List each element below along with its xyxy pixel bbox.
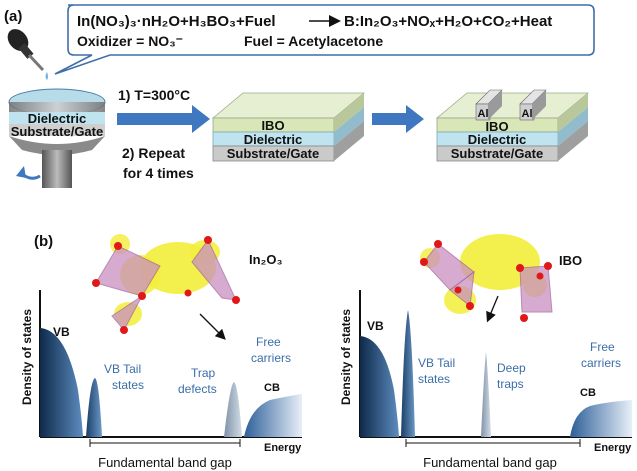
left-trap-label-2: defects (178, 382, 217, 396)
step1-label: 1) T=300°C (118, 87, 190, 103)
right-free-label-2: carriers (581, 356, 621, 370)
left-vb-band (40, 328, 83, 437)
right-vb-tail-label-1: VB Tail (418, 356, 455, 370)
left-free-label-1: Free (256, 335, 281, 349)
left-free-label-2: carriers (251, 351, 291, 365)
right-vb-band (360, 336, 399, 437)
stack2-ibo-label: IBO (485, 119, 508, 134)
coater-shaft (42, 150, 72, 188)
process-arrow-2-icon (372, 105, 424, 133)
coater-substrate-layer (9, 124, 105, 136)
left-trap-label-1: Trap (191, 366, 216, 380)
left-vb-tail-label-2: states (112, 378, 144, 392)
layer-stack-2: Al Al IBO Dielectric Substrate/Gate (435, 89, 590, 162)
right-vb-label: VB (367, 319, 384, 333)
right-trap-label-2: traps (497, 377, 524, 391)
left-cb-band (244, 394, 302, 437)
right-pointer-arrow-icon (486, 295, 499, 323)
fuel-label: Fuel = Acetylacetone (244, 33, 383, 49)
oxidizer-label: Oxidizer = NO₃⁻ (77, 33, 183, 49)
callout-bubble (54, 4, 595, 75)
stack1-ibo-label: IBO (261, 118, 284, 133)
right-trap-label-1: Deep (497, 361, 526, 375)
right-gap-label: Fundamental band gap (423, 455, 557, 470)
right-energy-label: Energy (594, 442, 632, 454)
al-contact-2: Al (519, 89, 547, 121)
right-title: IBO (559, 253, 582, 268)
left-cb-label: CB (264, 382, 280, 394)
dos-plot-right: IBO Density of states VB VB Tail states … (339, 234, 632, 470)
left-energy-label: Energy (264, 442, 302, 454)
step2-label-line1: 2) Repeat (122, 145, 185, 161)
right-cb-band (570, 400, 632, 437)
coater-bottom-label: Substrate/Gate (11, 124, 103, 139)
left-ylabel: Density of states (20, 309, 34, 405)
right-ylabel: Density of states (339, 309, 353, 405)
reaction-rhs: B:In₂O₃+NOₓ+H₂O+CO₂+Heat (344, 13, 552, 30)
step2-label-line2: for 4 times (123, 165, 194, 181)
stack2-substrate-label: Substrate/Gate (451, 146, 543, 161)
spin-coater-icon: Dielectric Substrate/Gate (8, 88, 106, 188)
left-vb-tail-peak (86, 378, 102, 437)
reaction-callout: In(NO₃)₃·nH₂O+H₃BO₃+Fuel B:In₂O₃+NOₓ+H₂O… (54, 4, 595, 75)
right-cb-label: CB (580, 387, 596, 399)
ibo-molecule-icon (420, 234, 553, 322)
al-contact-1: Al (475, 89, 503, 121)
panel-b-label: (b) (34, 233, 53, 250)
left-title: In₂O₃ (249, 252, 282, 267)
dos-plot-left: In₂O₃ Density of states VB VB Tail state… (20, 234, 302, 470)
stack1-substrate-label: Substrate/Gate (227, 146, 319, 161)
process-arrow-1-icon (117, 105, 210, 133)
right-vb-tail-peak (401, 310, 415, 437)
al-contact-1-label: Al (478, 108, 489, 120)
al-contact-2-label: Al (522, 108, 533, 120)
right-deep-trap-peak (481, 352, 491, 437)
left-pointer-arrow-icon (199, 313, 226, 340)
stack2-dielectric-label: Dielectric (468, 132, 527, 147)
panel-a-label: (a) (4, 8, 22, 25)
stack1-dielectric-label: Dielectric (244, 132, 303, 147)
left-trap-peak (224, 382, 242, 437)
dropper-icon (7, 29, 48, 80)
right-vb-tail-label-2: states (418, 372, 450, 386)
in2o3-molecule-icon (92, 234, 240, 334)
left-gap-label: Fundamental band gap (98, 455, 232, 470)
left-vb-label: VB (53, 325, 70, 339)
layer-stack-1: IBO Dielectric Substrate/Gate (211, 92, 366, 162)
coater-dielectric-layer (9, 112, 105, 124)
coater-top-label: Dielectric (28, 111, 87, 126)
reaction-lhs: In(NO₃)₃·nH₂O+H₃BO₃+Fuel (77, 13, 276, 30)
left-vb-tail-label-1: VB Tail (104, 362, 141, 376)
right-free-label-1: Free (590, 340, 615, 354)
